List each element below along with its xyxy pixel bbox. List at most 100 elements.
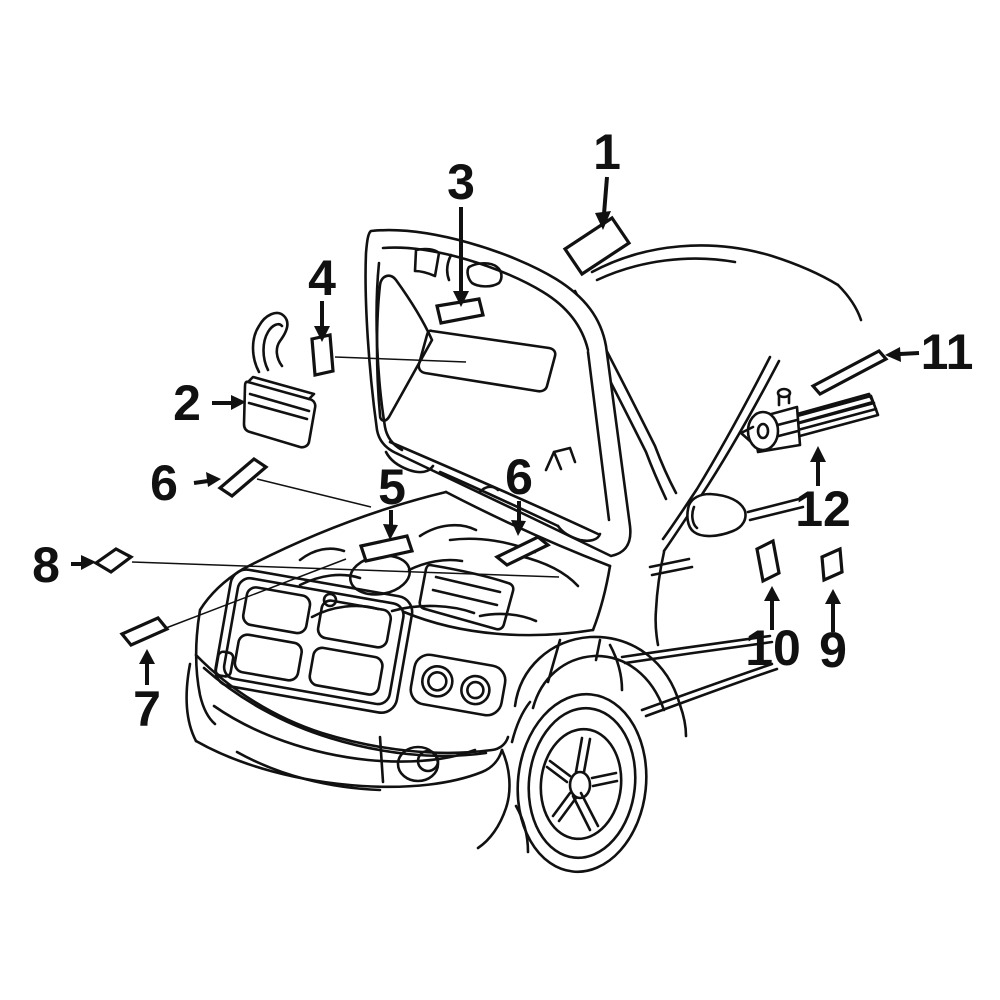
- pointer-line-6-left: [256, 478, 372, 508]
- card-top-edge: [246, 375, 316, 401]
- wheel-spoke: [574, 736, 592, 774]
- intake-hose: [407, 558, 464, 572]
- side-marker-lamp: [214, 650, 235, 678]
- part-12-module: [739, 387, 880, 454]
- callout-arrow-4: [314, 301, 330, 342]
- bay-rim-left: [241, 490, 448, 571]
- pointer-line-8: [131, 561, 560, 578]
- module-disc: [746, 410, 780, 452]
- callout-numbers: 1 2 3 4 5 6 6 7 8 9 10 11 12: [32, 124, 973, 737]
- callout-arrow-9: [825, 589, 841, 632]
- callout-arrow-10: [764, 586, 780, 630]
- bumper-right-wrap: [476, 748, 511, 850]
- label-markers: [93, 215, 889, 647]
- door-crease-lines: [648, 557, 694, 577]
- wheel-spoke: [571, 791, 600, 832]
- engine-cover: [418, 563, 515, 631]
- grille-opening: [241, 586, 312, 635]
- wheel-spoke: [551, 791, 578, 823]
- rocker-bottom-lines: [640, 662, 779, 718]
- bay-rim-right: [591, 564, 612, 632]
- card-crease-lines: [247, 392, 311, 421]
- wheel-spoke: [590, 771, 619, 788]
- bay-rim-rear: [444, 490, 612, 568]
- open-hood: [364, 228, 632, 558]
- callout-arrow-2: [212, 395, 246, 410]
- truck-illustration: [185, 228, 863, 874]
- door-front-seam: [654, 550, 666, 647]
- callout-arrow-6-right: [511, 501, 526, 536]
- hood-triangle-cutout: [375, 274, 434, 422]
- label-marker-7: [119, 616, 170, 647]
- callout-number-8: 8: [32, 537, 60, 593]
- callout-number-2: 2: [173, 375, 201, 431]
- callout-number-10: 10: [745, 620, 801, 676]
- tire-outer: [516, 692, 648, 874]
- rear-pillar-line: [836, 283, 863, 322]
- callout-arrow-1: [595, 176, 611, 230]
- label-marker-3: [435, 297, 485, 325]
- bumper-left-corner: [185, 662, 198, 743]
- grille-opening: [316, 599, 393, 649]
- callout-arrow-5: [383, 510, 398, 540]
- front-wheel: [513, 635, 688, 874]
- hood-inner-structure: [375, 246, 611, 543]
- hood-hinge: [544, 446, 577, 472]
- washer-cap: [322, 592, 338, 608]
- callout-arrow-6-left: [193, 472, 221, 487]
- headlight: [409, 653, 507, 717]
- roof-line: [590, 244, 840, 287]
- roof-inner-line: [595, 257, 737, 282]
- fender-arch-inner: [531, 654, 666, 712]
- callout-number-7: 7: [133, 681, 161, 737]
- callout-arrow-8: [71, 555, 96, 570]
- part-2-visor-card: [242, 311, 317, 449]
- label-marker-1: [562, 215, 632, 277]
- grille-opening: [233, 633, 303, 682]
- label-marker-6-right: [494, 535, 551, 567]
- label-marker-10: [755, 538, 781, 584]
- fender-arch-outer: [513, 635, 688, 738]
- tire-inner-edge: [527, 706, 637, 860]
- grille-opening: [308, 646, 384, 696]
- callout-number-12: 12: [795, 481, 851, 537]
- hood-outer-panel: [364, 228, 632, 558]
- callout-arrow-7: [139, 649, 155, 685]
- rail-tubes: [788, 394, 880, 439]
- bumper-bottom-edge: [194, 739, 504, 789]
- label-marker-8: [93, 547, 134, 574]
- callout-number-11: 11: [921, 324, 974, 380]
- callout-number-6-left: 6: [150, 455, 178, 511]
- callout-number-9: 9: [819, 622, 847, 678]
- label-marker-6-left: [217, 456, 269, 499]
- callout-arrow-12: [810, 446, 826, 486]
- bay-rim-front: [402, 610, 595, 637]
- callout-number-4: 4: [308, 250, 336, 306]
- pointer-lines: [131, 356, 560, 629]
- label-marker-11: [810, 348, 889, 397]
- window-sill-lines: [746, 497, 805, 522]
- label-marker-5-highlighted: [358, 534, 415, 563]
- a-pillar-curve-2: [661, 355, 772, 541]
- module-spur: [739, 425, 755, 443]
- wheel-rim: [539, 727, 623, 841]
- grille: [214, 568, 414, 715]
- pointer-line-4: [334, 356, 467, 363]
- hood-center-recess: [417, 329, 557, 393]
- callout-arrow-3: [453, 207, 469, 307]
- wheel-hub: [568, 770, 592, 800]
- callout-arrow-11: [885, 347, 920, 362]
- a-pillar-curve: [662, 359, 781, 553]
- callout-number-5: 5: [378, 459, 406, 515]
- label-marker-9: [820, 546, 844, 583]
- wheelhouse-detail: [546, 638, 624, 692]
- callout-arrows: [71, 176, 920, 685]
- front-end: [185, 567, 532, 854]
- callout-number-6-right: 6: [505, 449, 533, 505]
- bumper-top-edge: [194, 653, 510, 755]
- rocker-top-lines: [620, 634, 774, 665]
- pointer-line-7: [165, 558, 347, 629]
- side-mirror: [686, 492, 747, 538]
